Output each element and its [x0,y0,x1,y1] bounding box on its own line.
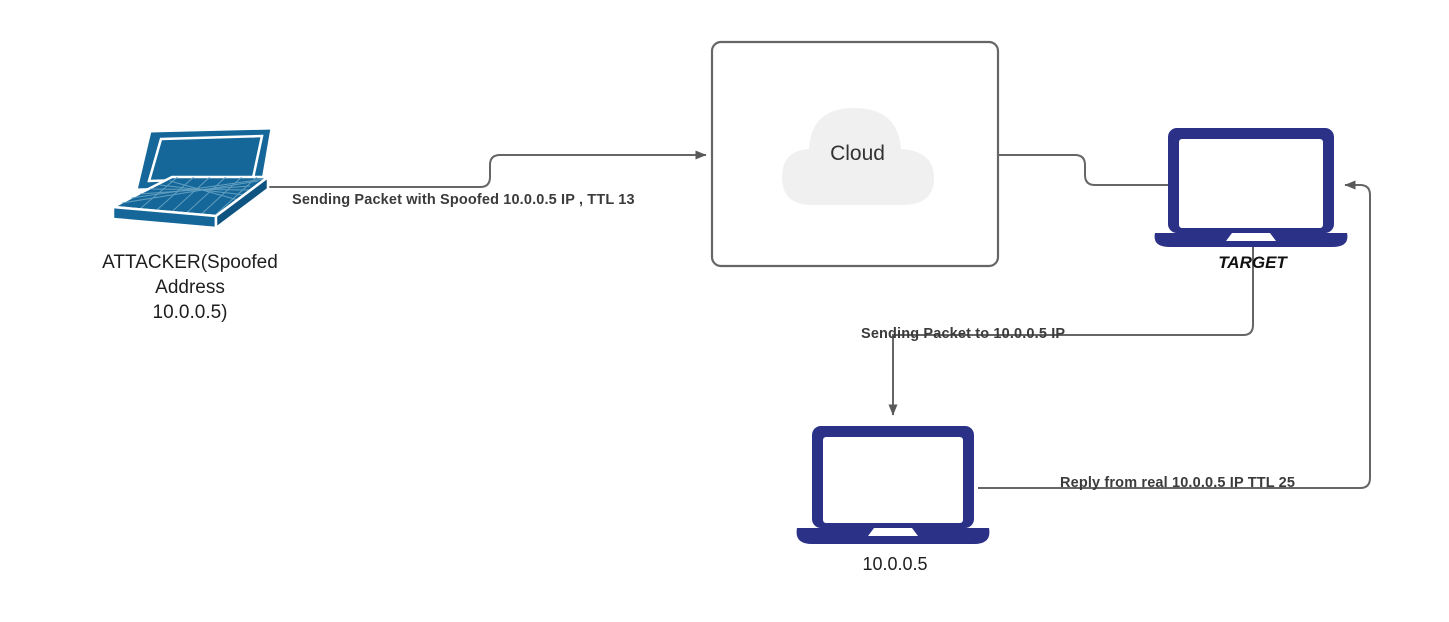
target-label: TARGET [1218,253,1287,272]
target-laptop-icon [1154,128,1348,247]
edge-attacker-to-cloud [262,150,707,188]
edge-label-target-to-victim: Sending Packet to 10.0.0.5 IP [861,326,1066,342]
edge-label-victim-to-target: Reply from real 10.0.0.5 IP TTL 25 [1060,475,1296,491]
edge-victim-to-target [978,180,1371,489]
attacker-laptop-icon [108,126,281,231]
victim-label: 10.0.0.5 [862,554,928,574]
cloud-label: Cloud [830,142,885,165]
cloud-container-box [710,40,1000,268]
edge-cloud-to-target [998,154,1168,186]
edge-target-to-victim [888,238,1254,416]
attacker-label: ATTACKER(Spoofed Address 10.0.0.5) [102,252,278,324]
victim-laptop-icon [796,426,990,544]
edge-label-attacker-to-cloud: Sending Packet with Spoofed 10.0.0.5 IP … [292,192,635,208]
